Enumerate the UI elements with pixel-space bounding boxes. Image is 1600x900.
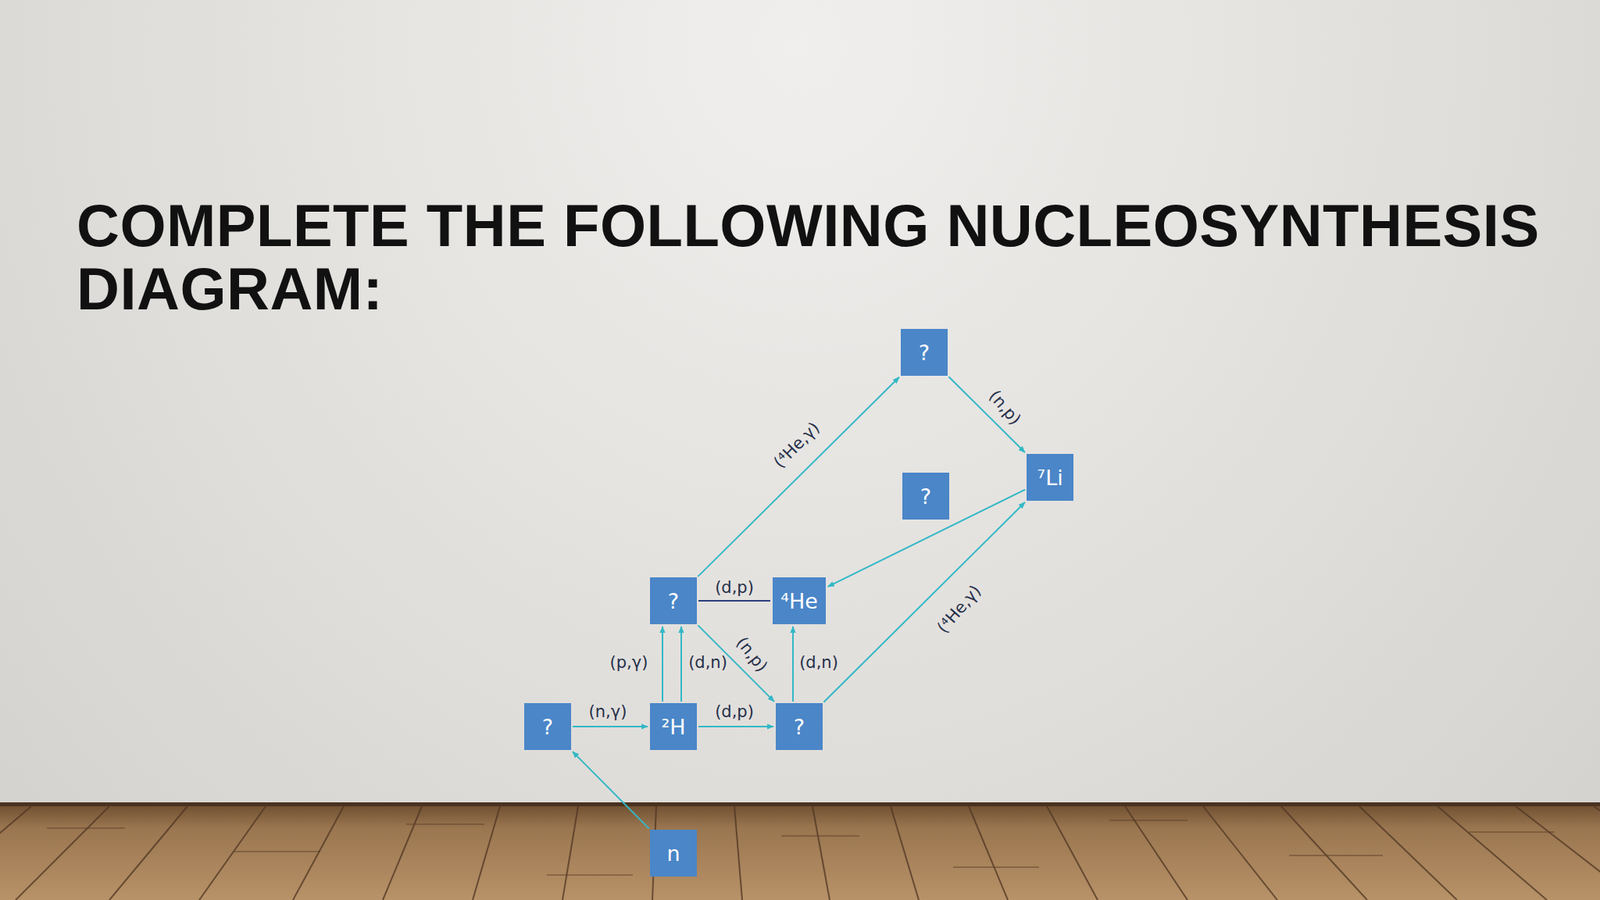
nuclide-box: ⁴He <box>772 577 826 625</box>
nuclide-box: ? <box>775 703 823 750</box>
reaction-label: (⁴He,γ) <box>933 582 985 637</box>
nuclide-label: ? <box>667 590 679 612</box>
nuclide-box: ? <box>902 472 950 520</box>
floor-ground <box>0 803 1600 900</box>
nuclide-box: ? <box>900 328 948 376</box>
reaction-arrow <box>697 377 899 577</box>
reaction-arrow <box>572 725 648 728</box>
reaction-arrow <box>948 376 1025 453</box>
reaction-label: (n,p) <box>732 633 772 675</box>
nuclide-label: ? <box>918 342 930 364</box>
reaction-label: (d,n) <box>688 653 728 672</box>
reaction-arrow <box>792 626 794 702</box>
nuclide-label: ? <box>542 716 554 738</box>
nuclide-label: ⁷Li <box>1036 467 1063 489</box>
nuclide-box: n <box>650 829 697 877</box>
nuclide-box: ? <box>524 703 572 750</box>
reaction-label: (⁴He,γ) <box>770 418 824 472</box>
reaction-label: (n,γ) <box>589 703 628 722</box>
reaction-arrow <box>661 626 664 702</box>
reaction-arrow <box>572 751 650 829</box>
nuclide-box: ? <box>650 577 697 625</box>
reaction-arrow <box>698 725 774 728</box>
nuclide-label: ? <box>920 485 932 508</box>
nuclide-label: ⁴He <box>780 590 818 612</box>
plank-joints <box>46 820 1555 875</box>
reaction-label: (n,p) <box>985 387 1025 429</box>
nuclide-box: ²H <box>650 703 697 750</box>
reaction-label: (d,p) <box>714 578 754 597</box>
reaction-arrow <box>823 502 1025 703</box>
plank-seams <box>0 806 1600 900</box>
reaction-arrow <box>698 600 771 602</box>
slide-title: COMPLETE THE FOLLOWING NUCLEOSYNTHESIS D… <box>76 193 1593 322</box>
reaction-label: (d,n) <box>799 653 839 672</box>
floor-edge <box>0 802 1600 807</box>
reaction-arrow <box>680 626 683 702</box>
reaction-label: (d,p) <box>714 703 754 722</box>
nuclide-label: ²H <box>660 716 686 738</box>
nuclide-box: ⁷Li <box>1026 453 1074 501</box>
nuclide-label: ? <box>793 716 805 738</box>
reaction-label: (p,γ) <box>610 653 649 672</box>
nuclide-label: n <box>666 842 680 865</box>
